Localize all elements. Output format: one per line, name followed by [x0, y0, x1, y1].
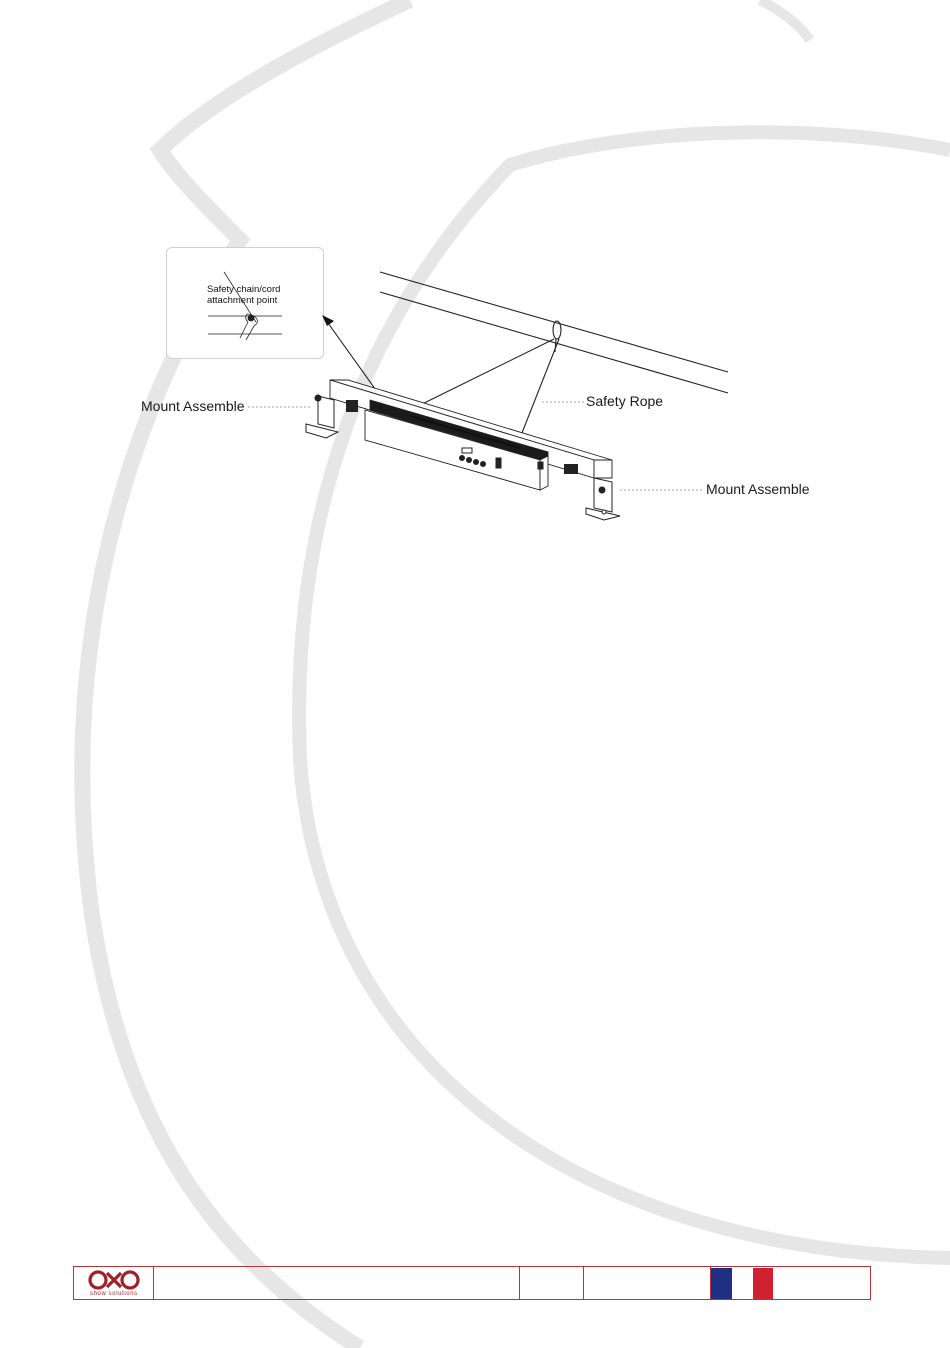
vents-left — [346, 400, 358, 412]
label-mount-assemble-right: Mount Assemble — [706, 481, 810, 497]
callout-detail — [208, 272, 282, 340]
logo-tagline: show solutions — [90, 1291, 138, 1297]
footer-cell-title — [154, 1267, 521, 1299]
footer-logo-cell: show solutions — [74, 1267, 154, 1299]
mount-bracket-left — [306, 395, 338, 438]
label-safety-rope: Safety Rope — [586, 393, 663, 409]
flag-band-white — [732, 1268, 753, 1299]
flag-band-red — [753, 1268, 773, 1299]
flag-band-blue — [711, 1268, 732, 1299]
label-mount-assemble-left: Mount Assemble — [141, 398, 245, 414]
footer-cell-page — [520, 1267, 584, 1299]
mount-bracket-right — [586, 478, 620, 520]
oxo-logo — [74, 1269, 154, 1293]
footer-flag-cell — [711, 1267, 870, 1299]
vents-right — [564, 464, 578, 474]
footer-cell-ref — [584, 1267, 711, 1299]
page-footer: show solutions — [73, 1266, 871, 1300]
truss-pipe — [380, 272, 728, 393]
